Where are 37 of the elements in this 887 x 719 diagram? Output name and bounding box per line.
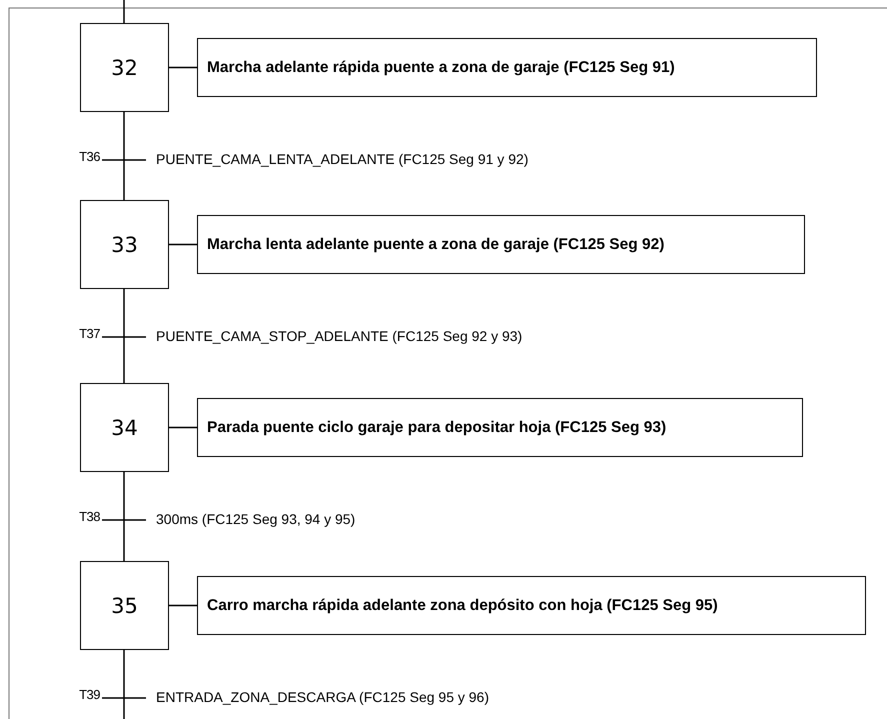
step-box [80, 23, 169, 112]
connector-line [123, 171, 125, 200]
action-box [197, 215, 805, 274]
connector-line [169, 244, 197, 246]
connector-line [123, 650, 125, 687]
step-number: 35 [111, 594, 138, 618]
action-text: Marcha adelante rápida puente a zona de garaje (FC125 Seg 91) [207, 58, 675, 76]
step-box [80, 561, 169, 650]
action-text: Carro marcha rápida adelante zona depósito con hoja (FC125 Seg 95) [207, 596, 718, 614]
step-box [80, 200, 169, 289]
step-number: 33 [111, 232, 138, 256]
connector-line [123, 531, 125, 561]
connector-line [123, 709, 125, 719]
connector-line [169, 426, 197, 428]
transition-condition: 300ms (FC125 Seg 93, 94 y 95) [156, 511, 356, 527]
transition-condition: PUENTE_CAMA_LENTA_ADELANTE (FC125 Seg 91 y 92) [156, 151, 528, 167]
connector-line [169, 604, 197, 606]
transition-name: T36 [79, 149, 100, 164]
connector-line [123, 472, 125, 509]
step-box [80, 383, 169, 472]
action-text: Parada puente ciclo garaje para depositar hoja (FC125 Seg 93) [207, 418, 666, 436]
step-number: 32 [111, 56, 138, 80]
action-box [197, 398, 803, 457]
connector-line [123, 348, 125, 383]
connector-line [123, 112, 125, 149]
action-text: Marcha lenta adelante puente a zona de garaje (FC125 Seg 92) [207, 236, 664, 254]
transition-condition: ENTRADA_ZONA_DESCARGA (FC125 Seg 95 y 96) [156, 689, 490, 705]
step-number: 34 [111, 416, 138, 440]
connector-line [123, 0, 125, 23]
transition-condition: PUENTE_CAMA_STOP_ADELANTE (FC125 Seg 92 y 93) [156, 328, 522, 344]
action-box [197, 38, 817, 97]
transition-name: T37 [79, 326, 100, 341]
connector-line [123, 289, 125, 326]
action-box [197, 576, 866, 635]
connector-line [169, 66, 197, 68]
transition-name: T39 [79, 687, 100, 702]
transition-name: T38 [79, 509, 100, 524]
